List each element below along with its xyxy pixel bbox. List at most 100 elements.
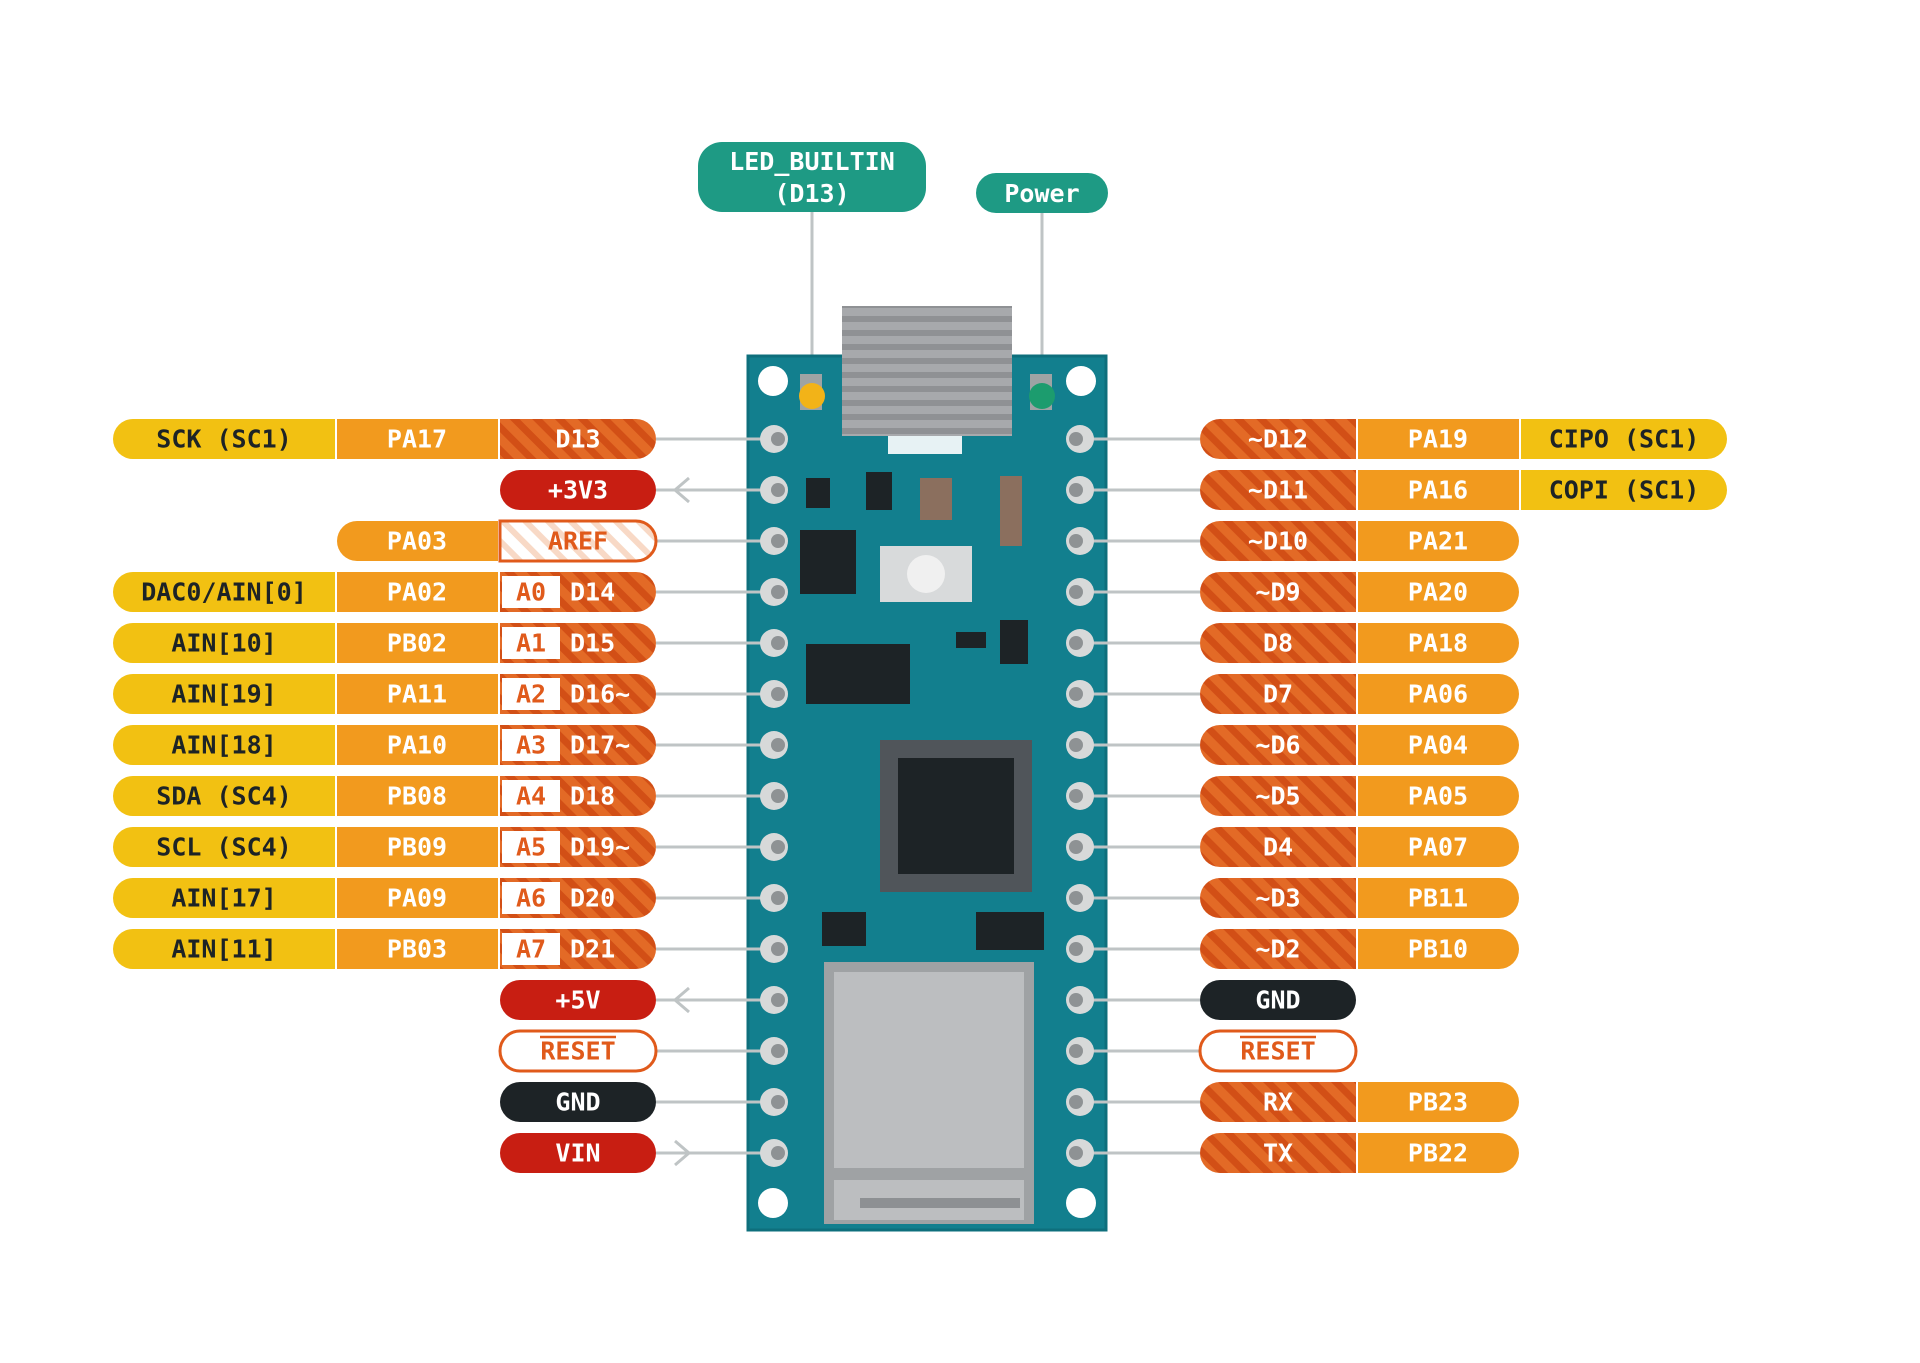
component [920,478,952,520]
component [1000,476,1022,546]
pin-function-dac0-ain-0: DAC0/AIN[0] [141,578,307,607]
ext-function-segment [1521,470,1727,510]
pin-hole [771,891,785,905]
right-pin-row: GND [1066,980,1356,1020]
wifi-module-shield [834,972,1024,1168]
pin-digital-d12: ~D12 [1248,425,1308,454]
pin-port-pa04: PA04 [1408,731,1468,760]
port-segment [337,725,498,765]
digital-segment [498,519,658,563]
pin-function-sda-sc4: SDA (SC4) [156,782,291,811]
reset-button-icon [907,555,945,593]
pin-digital-d21: D21 [570,935,615,964]
pin-hole [771,432,785,446]
pin-digital-d8: D8 [1263,629,1293,658]
pin-hole [1069,942,1083,956]
pin-digital-d20: D20 [570,884,615,913]
pin-hole [1069,789,1083,803]
ext-function-segment [113,419,335,459]
pin-function-ain-18: AIN[18] [171,731,276,760]
port-segment [1358,827,1519,867]
pin-function-copi-sc1: COPI (SC1) [1549,476,1700,505]
usb-connector-cover [842,306,1012,436]
pin-digital-d19: D19~ [570,833,630,862]
digital-segment [1200,827,1356,867]
pin-digital-d11: ~D11 [1248,476,1308,505]
ext-function-segment [1521,419,1727,459]
pin-label-gnd: GND [1255,986,1300,1015]
pin-analog-a5: A5 [516,833,546,862]
component [806,644,910,704]
arduino-nano-board [746,306,1108,1232]
input-arrow-icon [672,986,690,1014]
left-pin-row: RESET [498,1029,788,1073]
pin-hole [771,585,785,599]
component [806,478,830,508]
pin-port-pb11: PB11 [1408,884,1468,913]
port-segment [1358,470,1519,510]
pin-hole [1069,585,1083,599]
digital-segment [1200,470,1356,510]
pin-label-3v3: +3V3 [548,476,608,505]
power-pill [498,1029,658,1073]
right-pin-row: ~D9 PA20 [1066,572,1519,612]
pin-digital-d16: D16~ [570,680,630,709]
component [976,912,1044,950]
pin-port-pb08: PB08 [387,782,447,811]
led-builtin-icon [799,383,825,409]
pin-hole [771,840,785,854]
analog-badge [502,678,560,710]
pin-hole [771,1146,785,1160]
pin-digital-d9: ~D9 [1255,578,1300,607]
input-arrow-icon [672,476,690,504]
power-led-icon [1029,383,1055,409]
analog-badge [502,780,560,812]
pin-port-pa18: PA18 [1408,629,1468,658]
power-pill [500,1133,656,1173]
pin-port-pa17: PA17 [387,425,447,454]
pin-function-ain-10: AIN[10] [171,629,276,658]
pin-digital-d14: D14 [570,578,615,607]
component [822,912,866,946]
wifi-antenna-trace [860,1198,1020,1208]
pin-port-pb10: PB10 [1408,935,1468,964]
mount-hole [758,366,788,396]
pin-hole [771,1095,785,1109]
pin-label-vin: VIN [555,1139,600,1168]
digital-segment [1200,878,1356,918]
pin-hole [1069,738,1083,752]
power-label-text: Power [1004,179,1079,208]
mount-hole [758,1188,788,1218]
pin-digital-d7: D7 [1263,680,1293,709]
pin-hole [1069,1095,1083,1109]
pin-function-ain-19: AIN[19] [171,680,276,709]
pin-digital-d2: ~D2 [1255,935,1300,964]
ext-function-segment [113,878,335,918]
pin-hole [1069,432,1083,446]
left-pin-row: +5V [500,980,788,1020]
pin-hole [771,738,785,752]
pin-port-pa20: PA20 [1408,578,1468,607]
pin-label-5v: +5V [555,986,600,1015]
power-label: Power [976,173,1108,213]
pin-port-pa10: PA10 [387,731,447,760]
digital-segment [1200,1133,1356,1173]
pin-port-pa07: PA07 [1408,833,1468,862]
port-segment [337,929,498,969]
digital-segment [1200,929,1356,969]
component [1000,620,1028,664]
pin-port-pa21: PA21 [1408,527,1468,556]
